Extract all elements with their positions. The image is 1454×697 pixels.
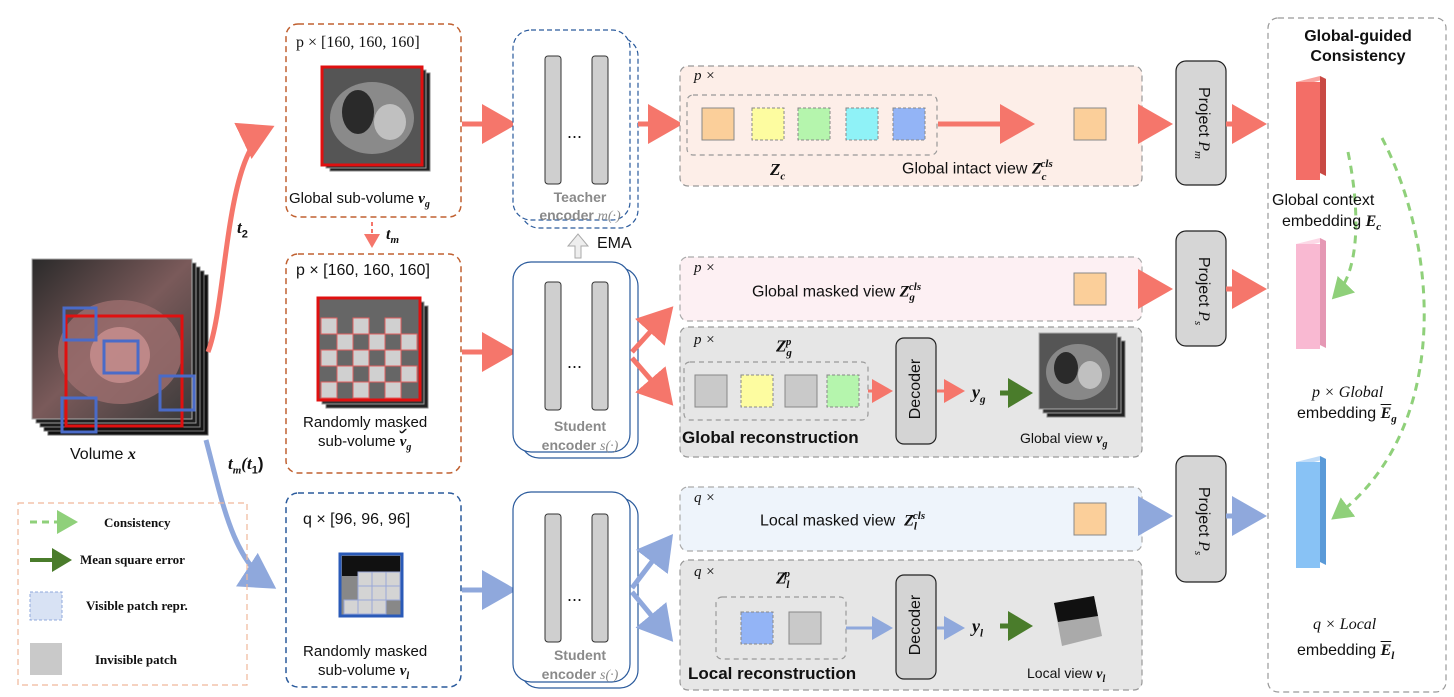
legend-consistency: Consistency bbox=[104, 515, 171, 530]
masked-local-label-1: Randomly masked bbox=[303, 643, 428, 660]
student-local-label-2: encoder s(·) bbox=[541, 666, 619, 683]
local-masked-view-label: Local masked view Zlcls bbox=[760, 510, 926, 533]
local-embedding-label-2: embedding El bbox=[1297, 642, 1395, 663]
masked-local-ct bbox=[338, 552, 404, 618]
projector-pm-text: Project Pm bbox=[1191, 87, 1212, 159]
global-output: yg bbox=[972, 382, 986, 406]
masked-global-label-1: Randomly masked bbox=[303, 414, 428, 431]
volume-stack bbox=[31, 258, 209, 436]
projector-ps-global-text: Project Ps bbox=[1191, 256, 1212, 326]
global-context-label-2: embedding Ec bbox=[1282, 213, 1382, 234]
local-decoder: Decoder bbox=[907, 594, 924, 656]
masked-global-label-2: sub-volume vg bbox=[318, 433, 412, 453]
consistency-panel bbox=[1267, 17, 1447, 693]
legend-mse: Mean square error bbox=[80, 552, 185, 567]
masked-local-box bbox=[285, 492, 462, 688]
student-global-dots: ... bbox=[567, 352, 583, 372]
legend-box bbox=[17, 502, 248, 686]
global-masked-count: p × bbox=[694, 260, 716, 276]
global-embedding-label-1: p × Global bbox=[1312, 384, 1384, 401]
masked-local-shape: q × [96, 96, 96] bbox=[303, 511, 411, 528]
local-recon-title: Local reconstruction bbox=[688, 664, 857, 683]
global-masked-view-label: Global masked view Zgcls bbox=[752, 281, 922, 304]
local-masked-count: q × bbox=[694, 490, 716, 506]
global-decoder: Decoder bbox=[907, 358, 924, 420]
global-view-ct bbox=[1038, 332, 1126, 418]
transform-t2: t2 bbox=[237, 218, 248, 241]
local-view-ct bbox=[1054, 596, 1102, 646]
arrow-t2 bbox=[205, 122, 275, 353]
student-global-label-1: Student bbox=[553, 418, 607, 434]
student-encoder-local-box bbox=[512, 491, 639, 689]
teacher-label-2: encoder m(·) bbox=[539, 207, 621, 224]
student-encoder-global-box bbox=[512, 261, 639, 459]
volume-label: Volume x bbox=[70, 446, 136, 463]
global-crop-box bbox=[64, 314, 184, 428]
local-recon-tokens: Zlp bbox=[776, 568, 790, 592]
student-global-label-2: encoder s(·) bbox=[541, 437, 619, 454]
local-output: yl bbox=[972, 616, 984, 640]
global-recon-tokens: Zgp bbox=[776, 336, 792, 360]
global-recon-title: Global reconstruction bbox=[682, 428, 859, 447]
legend-invisible: Invisible patch bbox=[95, 652, 177, 667]
student-local-dots: ... bbox=[567, 585, 583, 605]
arrow-tm-t1 bbox=[203, 439, 277, 589]
intact-view-label: Global intact view Zccls bbox=[902, 158, 1053, 183]
consistency-title-2: Consistency bbox=[1310, 48, 1406, 65]
ema-label: EMA bbox=[597, 235, 632, 252]
global-embedding-label-2: embedding Eg bbox=[1297, 405, 1397, 426]
projector-ps-local-text: Project Ps bbox=[1191, 486, 1212, 556]
projector-ps-local bbox=[1175, 455, 1227, 583]
masked-global-box bbox=[285, 253, 462, 474]
transform-tm-t1: tm(t1) bbox=[228, 454, 264, 477]
global-subvolume-label: Global sub-volume vg bbox=[289, 190, 430, 210]
local-recon-count: q × bbox=[694, 564, 716, 580]
teacher-label-1: Teacher bbox=[553, 189, 607, 205]
transform-tm: tm bbox=[386, 226, 400, 247]
global-recon-count: p × bbox=[694, 332, 716, 348]
intact-count: p × bbox=[694, 68, 716, 84]
consistency-title-1: Global-guided bbox=[1304, 28, 1412, 45]
intact-tokens-label: Zc bbox=[770, 160, 786, 183]
global-ct-stack bbox=[320, 65, 431, 172]
global-view-label: Global view vg bbox=[1020, 430, 1108, 450]
masked-local-label-2: sub-volume vl bbox=[318, 662, 410, 682]
legend-visible: Visible patch repr. bbox=[86, 598, 188, 613]
global-context-label-1: Global context bbox=[1272, 192, 1375, 209]
local-view-label: Local view vl bbox=[1027, 665, 1106, 685]
teacher-dots: ... bbox=[567, 122, 583, 142]
masked-global-ct-stack bbox=[316, 296, 429, 409]
masked-global-shape: p × [160, 160, 160] bbox=[296, 262, 430, 279]
local-embedding-label-1: q × Local bbox=[1313, 616, 1377, 633]
global-subvolume-box bbox=[285, 23, 462, 218]
teacher-encoder-box bbox=[512, 29, 639, 229]
student-local-label-1: Student bbox=[553, 647, 607, 663]
global-subvolume-shape: p × [160, 160, 160] bbox=[296, 34, 420, 51]
